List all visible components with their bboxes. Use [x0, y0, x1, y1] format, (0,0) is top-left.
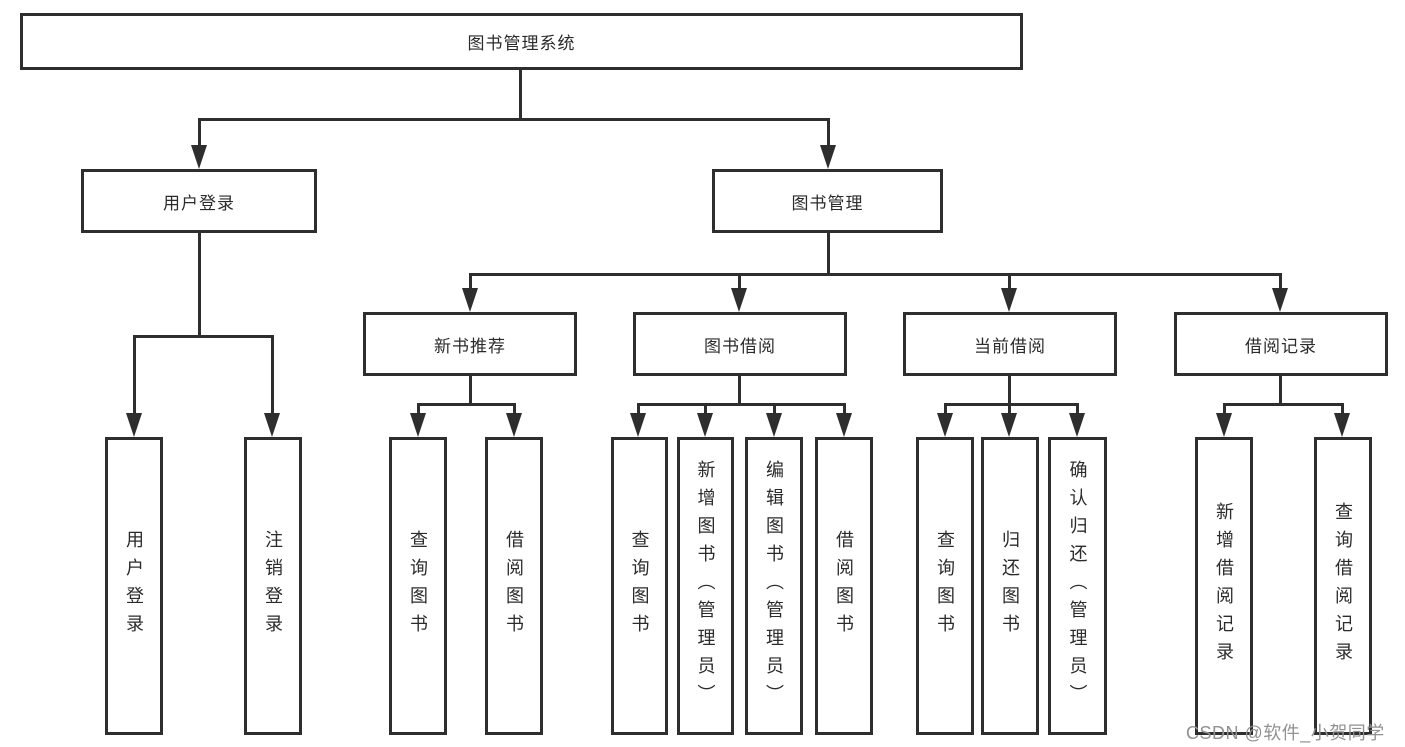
- leaf-query-books-recommend: 查询图书: [389, 437, 447, 735]
- connector-line: [1008, 403, 1011, 415]
- connector-line: [1008, 273, 1011, 291]
- node-label: 借阅记录: [1245, 336, 1317, 356]
- connector-line: [198, 118, 830, 121]
- leaf-label: 用户登录: [124, 530, 144, 642]
- csdn-watermark: CSDN @软件_小贺同学: [1186, 723, 1385, 743]
- node-new-book-recommend: 新书推荐: [363, 312, 577, 376]
- node-label: 图书借阅: [704, 336, 776, 356]
- connector-line: [133, 335, 136, 415]
- arrowhead-icon: [836, 413, 852, 437]
- connector-line: [1279, 273, 1282, 291]
- arrowhead-icon: [462, 288, 478, 312]
- connector-line: [198, 233, 201, 336]
- arrowhead-icon: [766, 413, 782, 437]
- connector-line: [513, 403, 516, 415]
- connector-line: [271, 335, 274, 415]
- connector-line: [417, 403, 516, 406]
- node-borrowing-records: 借阅记录: [1174, 312, 1388, 376]
- node-label: 图书管理: [791, 193, 864, 213]
- connector-line: [469, 376, 472, 406]
- leaf-label: 借阅图书: [504, 530, 524, 642]
- node-book-borrowing: 图书借阅: [633, 312, 847, 376]
- connector-line: [417, 403, 420, 415]
- leaf-label: 确认归还（管理员）: [1067, 460, 1088, 712]
- arrowhead-icon: [506, 413, 522, 437]
- connector-line: [1341, 403, 1344, 415]
- leaf-borrow-books-recommend: 借阅图书: [485, 437, 543, 735]
- connector-line: [1223, 403, 1343, 406]
- arrowhead-icon: [1001, 413, 1017, 437]
- connector-line: [944, 403, 1079, 406]
- leaf-query-borrow-record: 查询借阅记录: [1314, 437, 1372, 735]
- leaf-label: 归还图书: [1000, 530, 1020, 642]
- arrowhead-icon: [264, 413, 280, 437]
- leaf-edit-books-admin: 编辑图书（管理员）: [745, 437, 803, 735]
- connector-line: [738, 376, 741, 406]
- connector-line: [738, 273, 741, 291]
- arrowhead-icon: [1069, 413, 1085, 437]
- leaf-label: 查询图书: [408, 530, 428, 642]
- node-label: 新书推荐: [434, 336, 506, 356]
- arrowhead-icon: [731, 288, 747, 312]
- leaf-query-books-borrowing: 查询图书: [611, 437, 668, 735]
- arrowhead-icon: [937, 413, 953, 437]
- connector-line: [704, 403, 707, 415]
- node-label: 用户登录: [163, 193, 235, 213]
- node-current-borrowing: 当前借阅: [903, 312, 1117, 376]
- leaf-query-books-current: 查询图书: [916, 437, 974, 735]
- leaf-add-books-admin: 新增图书（管理员）: [677, 437, 734, 735]
- node-library-management-system: 图书管理系统: [20, 13, 1023, 70]
- connector-line: [843, 403, 846, 415]
- leaf-label: 查询图书: [935, 530, 955, 642]
- leaf-label: 编辑图书（管理员）: [764, 460, 784, 712]
- node-label: 当前借阅: [974, 336, 1046, 356]
- connector-line: [773, 403, 776, 415]
- arrowhead-icon: [697, 413, 713, 437]
- leaf-user-login: 用户登录: [105, 437, 163, 735]
- connector-line: [1076, 403, 1079, 415]
- arrowhead-icon: [1001, 288, 1017, 312]
- node-label: 图书管理系统: [467, 34, 576, 53]
- leaf-add-borrow-record: 新增借阅记录: [1195, 437, 1253, 735]
- leaf-label: 查询图书: [629, 530, 650, 642]
- connector-line: [944, 403, 947, 415]
- arrowhead-icon: [1334, 413, 1350, 437]
- arrowhead-icon: [191, 145, 207, 169]
- leaf-label: 新增借阅记录: [1214, 502, 1234, 670]
- leaf-borrow-books: 借阅图书: [815, 437, 873, 735]
- connector-line: [827, 233, 830, 273]
- leaf-label: 借阅图书: [834, 530, 854, 642]
- connector-line: [637, 403, 846, 406]
- leaf-return-books: 归还图书: [981, 437, 1039, 735]
- leaf-label: 新增图书（管理员）: [695, 460, 716, 712]
- connector-line: [1008, 376, 1011, 406]
- node-book-management: 图书管理: [712, 169, 943, 233]
- leaf-label: 查询借阅记录: [1333, 502, 1353, 670]
- connector-line: [827, 118, 830, 148]
- arrowhead-icon: [1216, 413, 1232, 437]
- node-user-login: 用户登录: [81, 169, 317, 233]
- connector-line: [469, 273, 1282, 276]
- arrowhead-icon: [630, 413, 646, 437]
- connector-line: [1223, 403, 1226, 415]
- connector-line: [637, 403, 640, 415]
- leaf-label: 注销登录: [263, 530, 283, 642]
- arrowhead-icon: [410, 413, 426, 437]
- arrowhead-icon: [126, 413, 142, 437]
- leaf-logout: 注销登录: [244, 437, 302, 735]
- connector-line: [1279, 376, 1282, 406]
- connector-line: [133, 335, 274, 338]
- leaf-confirm-return-admin: 确认归还（管理员）: [1048, 437, 1107, 735]
- arrowhead-icon: [1272, 288, 1288, 312]
- arrowhead-icon: [820, 145, 836, 169]
- connector-line: [198, 118, 201, 148]
- connector-line: [519, 70, 522, 120]
- connector-line: [469, 273, 472, 291]
